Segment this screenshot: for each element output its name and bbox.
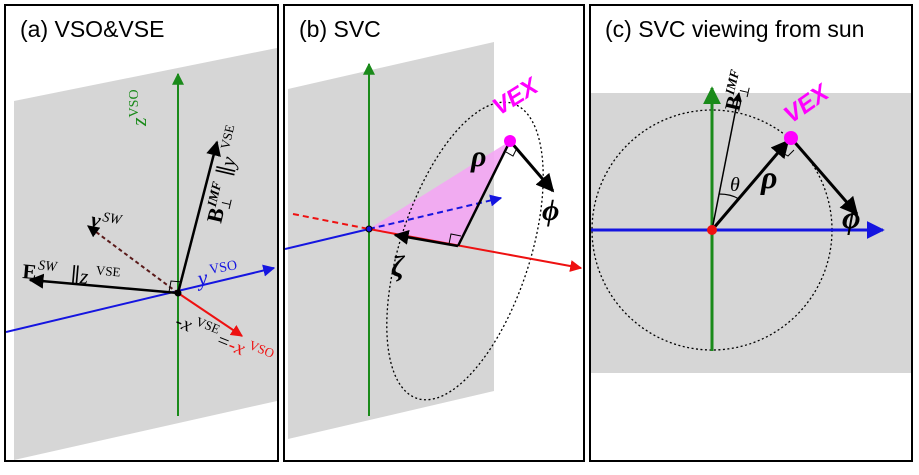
x-vso-axis-back — [292, 213, 370, 230]
phi-label: ϕ — [542, 194, 559, 227]
yz-plane — [288, 42, 494, 439]
panel-vso-vse: zVSO B IMF ⊥ ∥y VSE v SW E SW ∥z VSE y V… — [4, 4, 279, 462]
vex-point — [784, 131, 798, 145]
zeta-vector — [393, 229, 459, 248]
phi-label: ϕ — [842, 199, 861, 235]
panel-b-title: (b) SVC — [299, 16, 381, 42]
panel-c-title: (c) SVC viewing from sun — [605, 16, 865, 42]
theta-arc — [718, 193, 740, 200]
right-angle-mark-phi — [505, 147, 518, 157]
svg-text:VSO: VSO — [208, 258, 238, 278]
rho-label: ρ — [760, 159, 777, 195]
svg-text:VSE: VSE — [95, 262, 121, 279]
vex-label: VEX — [488, 72, 545, 121]
right-angle-mark-zeta — [448, 233, 462, 245]
svg-text:⊥: ⊥ — [736, 84, 753, 99]
panel-a-title: (a) VSO&VSE — [20, 16, 165, 42]
rho-label: ρ — [470, 140, 486, 173]
b-imf-vector — [711, 92, 742, 231]
b-imf-label: B IMF ⊥ ∥y VSE — [202, 123, 242, 225]
svg-text:VSE: VSE — [217, 123, 237, 150]
vso-vse-diagram: zVSO B IMF ⊥ ∥y VSE v SW E SW ∥z VSE y V… — [6, 48, 277, 460]
zeta-label: ζ — [391, 250, 406, 283]
origin-point — [707, 225, 717, 235]
right-angle-mark — [780, 149, 795, 157]
phi-vector — [789, 137, 859, 216]
svg-text:SW: SW — [37, 258, 58, 275]
rho-vector — [710, 139, 790, 231]
origin-point — [365, 225, 373, 233]
yz-plane — [591, 93, 911, 373]
b-imf-label: B IMF ⊥ — [720, 68, 753, 113]
svg-text:∥z: ∥z — [69, 263, 89, 288]
x-vso-axis — [177, 292, 243, 337]
highlight-triangle — [369, 141, 510, 246]
svc-diagram: VEX ρ ϕ ζ — [285, 42, 583, 439]
e-sw-label: E SW ∥z VSE — [22, 258, 122, 288]
y-vso-axis — [6, 264, 276, 333]
y-vso-axis-front — [285, 228, 370, 250]
panel-svc-sun-view: B IMF ⊥ VEX ρ ϕ θ (c) SVC viewing from s… — [589, 4, 913, 462]
origin-point — [174, 289, 182, 297]
right-angle-mark — [168, 280, 183, 293]
svg-text:IMF: IMF — [204, 180, 225, 209]
svg-text:B: B — [202, 205, 230, 225]
svc-sun-view-diagram: B IMF ⊥ VEX ρ ϕ θ — [591, 68, 911, 373]
svg-text:IMF: IMF — [722, 68, 743, 97]
svg-text:B: B — [720, 93, 748, 113]
panel-svc: VEX ρ ϕ ζ (b) SVC — [283, 4, 585, 462]
e-sw-vector — [28, 273, 179, 295]
b-imf-vector — [176, 140, 221, 294]
rho-segment — [456, 140, 512, 247]
theta-label: θ — [730, 174, 740, 196]
svg-text:SW: SW — [101, 210, 123, 228]
v-sw-vector — [87, 225, 179, 294]
svg-text:⊥: ⊥ — [218, 196, 235, 211]
vex-point — [504, 135, 516, 147]
phi-vector — [508, 140, 555, 193]
yz-plane — [14, 48, 277, 460]
svg-text:E: E — [22, 259, 38, 284]
z-vso-label: zVSO — [126, 89, 151, 127]
